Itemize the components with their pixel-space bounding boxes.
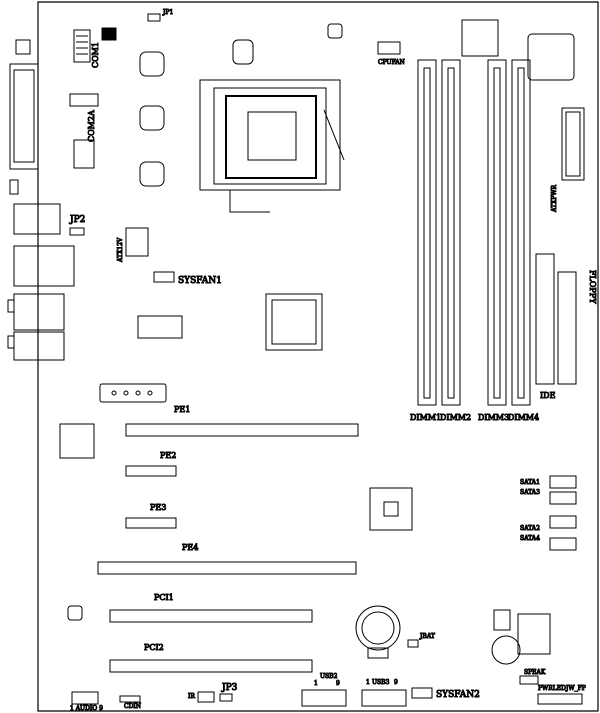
front-panel-header [537, 693, 583, 705]
pci1-label: PCI1 [154, 593, 174, 602]
sata3-label: SATA3 [520, 489, 540, 496]
power-chokes [139, 23, 343, 187]
board-outline [37, 1, 599, 712]
pci2-label: PCI2 [144, 643, 164, 652]
usb2-pin9: 9 [336, 680, 340, 687]
jp3-jumper [219, 693, 233, 702]
audio-header [71, 691, 99, 705]
sysfan2-label: SYSFAN2 [436, 690, 480, 700]
ir-label: IR [188, 693, 195, 700]
usb3-header [361, 689, 407, 707]
dimm2-label: DIMM2 [440, 413, 471, 422]
buzzer [491, 635, 521, 665]
pe2-slot [125, 465, 177, 477]
molex-connector [99, 383, 167, 403]
audio-label: 1 AUDIO 9 [70, 705, 103, 712]
sata4-label: SATA4 [520, 535, 540, 542]
pwrled-label: PWRLED [538, 685, 566, 692]
pe1-label: PE1 [174, 405, 190, 414]
ir-header [197, 691, 215, 703]
atxpwr-label: ATXPWR [551, 185, 558, 213]
cpufan-header [377, 41, 401, 55]
pci2-slot [109, 659, 313, 673]
super-io-chip [461, 19, 499, 57]
jp3-label: JP3 [221, 683, 238, 693]
pe3-slot [125, 517, 177, 529]
cmos-battery [355, 605, 401, 659]
jp1-jumper [147, 13, 161, 22]
jp1-label: JP1 [162, 9, 173, 16]
pe1-slot [125, 423, 359, 437]
ide-connector [535, 253, 555, 385]
pe4-slot [97, 561, 357, 575]
jp2-jumper [69, 227, 85, 236]
southbridge-chip [369, 487, 413, 531]
cdin-header [119, 695, 141, 703]
com2a-label: COM2A [87, 110, 96, 142]
com1-header [73, 27, 117, 63]
cdin-label: CDIN [124, 703, 141, 710]
speak-header [519, 675, 539, 685]
com2a-header [69, 93, 99, 107]
sysfan1-label: SYSFAN1 [178, 276, 222, 286]
usb3-pin1: 1 [366, 679, 370, 686]
dimm4-label: DIMM4 [508, 413, 539, 422]
sysfan2-header [411, 687, 433, 699]
usb2-label: USB2 [320, 673, 338, 680]
jp2-label: JP2 [69, 215, 85, 225]
jw_fp-label: JW_FP [565, 685, 586, 692]
cpu-socket [199, 79, 345, 213]
pci1-slot [109, 609, 313, 623]
dimm1-label: DIMM1 [410, 413, 441, 422]
sysfan1-header [153, 271, 175, 283]
usb2-header [301, 689, 347, 707]
cpufan-label: CPUFAN [378, 59, 405, 66]
atx12v-label: ATX12V [117, 237, 124, 263]
floppy-connector [557, 271, 577, 385]
dimm-slots [417, 59, 531, 406]
usb2-pin1: 1 [314, 680, 318, 687]
sata1-label: SATA1 [520, 479, 540, 486]
audio-codec-chip [137, 315, 183, 339]
rear-io-panel [7, 39, 75, 361]
speak-label: SPEAK [524, 669, 546, 676]
usb3-pin9: 9 [394, 679, 398, 686]
lan-chip [59, 423, 95, 459]
jbat-label: JBAT [419, 633, 435, 640]
floppy-label: FLOPPY [588, 270, 597, 304]
pe2-label: PE2 [160, 451, 176, 460]
com1-label: COM1 [91, 42, 100, 68]
usb3-label: USB3 [372, 679, 390, 686]
jbat-jumper [407, 639, 419, 648]
ide-label: IDE [540, 391, 556, 400]
pe3-label: PE3 [150, 503, 166, 512]
atx12v-connector [125, 227, 149, 257]
northbridge-chip [265, 293, 323, 351]
small-chip [67, 605, 83, 621]
com2a-pins [73, 139, 95, 169]
clock-chip [493, 609, 511, 631]
sata2-label: SATA2 [520, 525, 540, 532]
dimm3-label: DIMM3 [478, 413, 509, 422]
pe4-label: PE4 [182, 543, 198, 552]
bios-chip [527, 33, 575, 81]
atxpwr-connector [561, 107, 585, 181]
io-chip [517, 613, 551, 655]
sata-connectors [549, 475, 577, 551]
